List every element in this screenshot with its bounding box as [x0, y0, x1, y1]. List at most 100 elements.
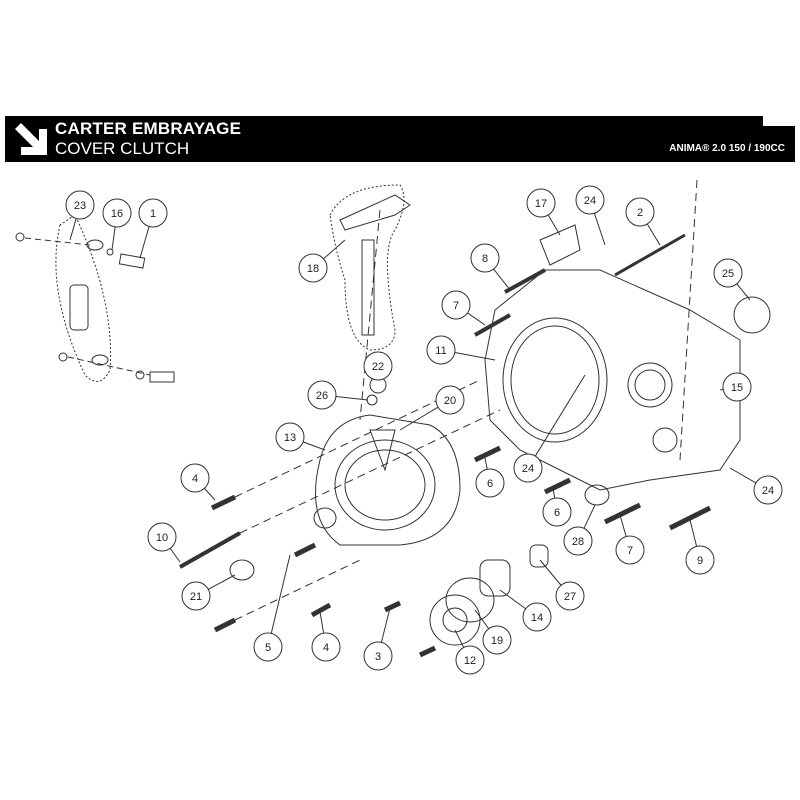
- callout-number: 18: [307, 263, 319, 275]
- callout-part-17: 17: [526, 188, 561, 236]
- callout-circle: [102, 198, 132, 228]
- callout-part-13: 13: [275, 422, 326, 452]
- callout-number: 28: [572, 536, 584, 548]
- leader-line: [534, 374, 586, 457]
- callout-circle: [441, 290, 471, 320]
- leader-line: [69, 218, 77, 241]
- callout-circle: [685, 545, 715, 575]
- callout-part-28: 28: [563, 504, 596, 556]
- leader-line: [399, 406, 439, 431]
- callout-part-24: 24: [575, 185, 606, 246]
- callout-part-7: 7: [615, 514, 645, 565]
- callout-part-4: 4: [180, 463, 216, 501]
- callout-circle: [575, 185, 605, 215]
- leader-line: [547, 214, 561, 236]
- callout-part-5: 5: [253, 554, 291, 662]
- title-english: COVER CLUTCH: [55, 139, 190, 158]
- leader-line: [208, 574, 236, 590]
- leader-line: [323, 239, 346, 260]
- title-banner: CARTER EMBRAYAGE COVER CLUTCH ANIMA® 2.0…: [5, 116, 795, 162]
- callout-number: 25: [722, 268, 734, 280]
- callout-circle: [615, 535, 645, 565]
- callout-part-12: 12: [454, 629, 485, 675]
- leader-line: [646, 223, 661, 246]
- callout-number: 6: [487, 478, 493, 490]
- callout-number: 7: [627, 545, 633, 557]
- callout-circle: [426, 335, 456, 365]
- leader-line: [484, 457, 488, 470]
- callout-circle: [307, 380, 337, 410]
- callout-number: 17: [535, 198, 547, 210]
- callout-circle: [555, 581, 585, 611]
- arrow-down-right-icon: [15, 123, 47, 155]
- leader-line: [335, 396, 369, 401]
- leader-line: [111, 226, 116, 251]
- leader-line: [454, 629, 465, 648]
- callout-circle: [180, 463, 210, 493]
- callout-number: 13: [284, 432, 296, 444]
- callout-part-6: 6: [475, 457, 505, 498]
- callout-number: 4: [192, 473, 198, 485]
- callout-number: 5: [265, 642, 271, 654]
- callout-number: 12: [464, 655, 476, 667]
- leader-line: [454, 352, 496, 361]
- callout-number: 10: [156, 532, 168, 544]
- callout-part-20: 20: [399, 385, 465, 431]
- callout-circle: [311, 632, 341, 662]
- callout-circle: [542, 497, 572, 527]
- callout-part-19: 19: [474, 609, 512, 655]
- title-french: CARTER EMBRAYAGE: [55, 119, 242, 138]
- banner-notch: [763, 116, 795, 126]
- callout-part-25: 25: [713, 258, 751, 301]
- callout-number: 24: [762, 485, 774, 497]
- callout-circle: [522, 602, 552, 632]
- callout-circle: [363, 351, 393, 381]
- oil-line-assembly: [15, 214, 175, 383]
- callout-number: 23: [74, 200, 86, 212]
- callout-circle: [482, 625, 512, 655]
- callout-part-2: 2: [625, 197, 661, 246]
- callout-part-24: 24: [513, 374, 586, 483]
- callout-part-9: 9: [685, 519, 715, 575]
- callout-part-21: 21: [181, 574, 236, 611]
- leader-line: [719, 388, 724, 391]
- callout-number: 16: [111, 208, 123, 220]
- callout-part-23: 23: [65, 190, 95, 241]
- callout-circle: [275, 422, 305, 452]
- callout-circle: [147, 522, 177, 552]
- callout-number: 14: [531, 612, 543, 624]
- leader-line: [139, 226, 150, 259]
- leader-line: [380, 607, 391, 643]
- bolts: [179, 233, 712, 658]
- leader-line: [474, 609, 490, 630]
- clutch-cover: [313, 414, 461, 546]
- leader-line: [499, 589, 526, 610]
- callout-part-14: 14: [499, 589, 552, 632]
- callout-number: 8: [482, 253, 488, 265]
- callout-number: 7: [453, 300, 459, 312]
- callout-number: 20: [444, 395, 456, 407]
- callout-circle: [713, 258, 743, 288]
- callout-number: 2: [637, 207, 643, 219]
- callout-part-4: 4: [311, 611, 341, 662]
- callout-circle: [455, 645, 485, 675]
- callout-number: 6: [554, 507, 560, 519]
- leader-line: [270, 554, 291, 634]
- leader-line: [493, 268, 511, 291]
- callout-circle: [253, 632, 283, 662]
- callout-circle: [138, 198, 168, 228]
- leader-line: [736, 283, 751, 301]
- callout-part-1: 1: [138, 198, 168, 259]
- leader-line: [552, 487, 556, 499]
- callout-circle: [181, 581, 211, 611]
- leader-line: [539, 559, 562, 586]
- callout-number: 21: [190, 591, 202, 603]
- callout-number: 1: [150, 208, 156, 220]
- leader-line: [583, 504, 596, 529]
- callout-number: 19: [491, 635, 503, 647]
- callout-circle: [363, 641, 393, 671]
- callout-circle: [753, 475, 783, 505]
- callout-part-15: 15: [719, 372, 752, 402]
- leader-line: [619, 514, 627, 537]
- callout-circle: [513, 453, 543, 483]
